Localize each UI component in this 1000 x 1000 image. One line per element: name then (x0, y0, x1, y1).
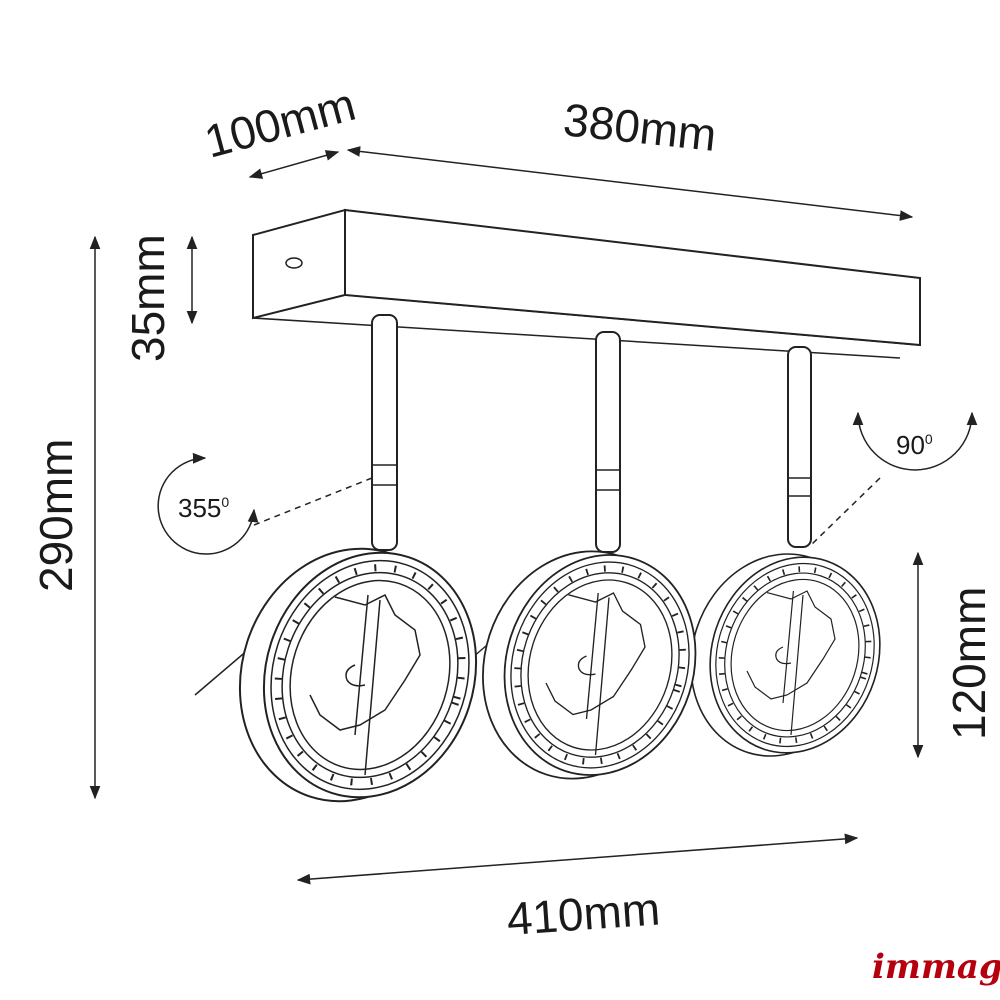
mounting-hole (285, 257, 303, 269)
ceiling-base (252, 208, 921, 359)
spotlight-head-1 (195, 520, 507, 830)
depth-dimension-line (248, 150, 340, 179)
rotation-angle: 355 (178, 493, 221, 523)
tilt-angle: 90 (896, 430, 925, 460)
rotation-unit: 0 (221, 494, 229, 510)
tilt-indicator: 900 (810, 411, 978, 546)
width-dimension-line (296, 833, 859, 885)
svg-text:3550: 3550 (178, 493, 229, 523)
width-label: 410mm (505, 882, 662, 945)
rotation-indicator: 3550 (157, 452, 373, 555)
depth-label: 100mm (199, 78, 361, 168)
spotlight-arms (371, 314, 812, 553)
rotation-arrow-icon (157, 452, 259, 555)
brand-logo: immag (872, 947, 1000, 987)
base-height-label: 35mm (122, 234, 174, 362)
length-dimension-line (346, 146, 914, 221)
head-diameter-label: 120mm (943, 587, 995, 740)
total-height-label: 290mm (30, 439, 82, 592)
svg-text:900: 900 (896, 430, 933, 460)
tilt-unit: 0 (925, 431, 933, 447)
spotlight-head-2 (443, 525, 724, 804)
length-label: 380mm (561, 93, 719, 161)
tilt-arrow-icon (852, 411, 978, 471)
